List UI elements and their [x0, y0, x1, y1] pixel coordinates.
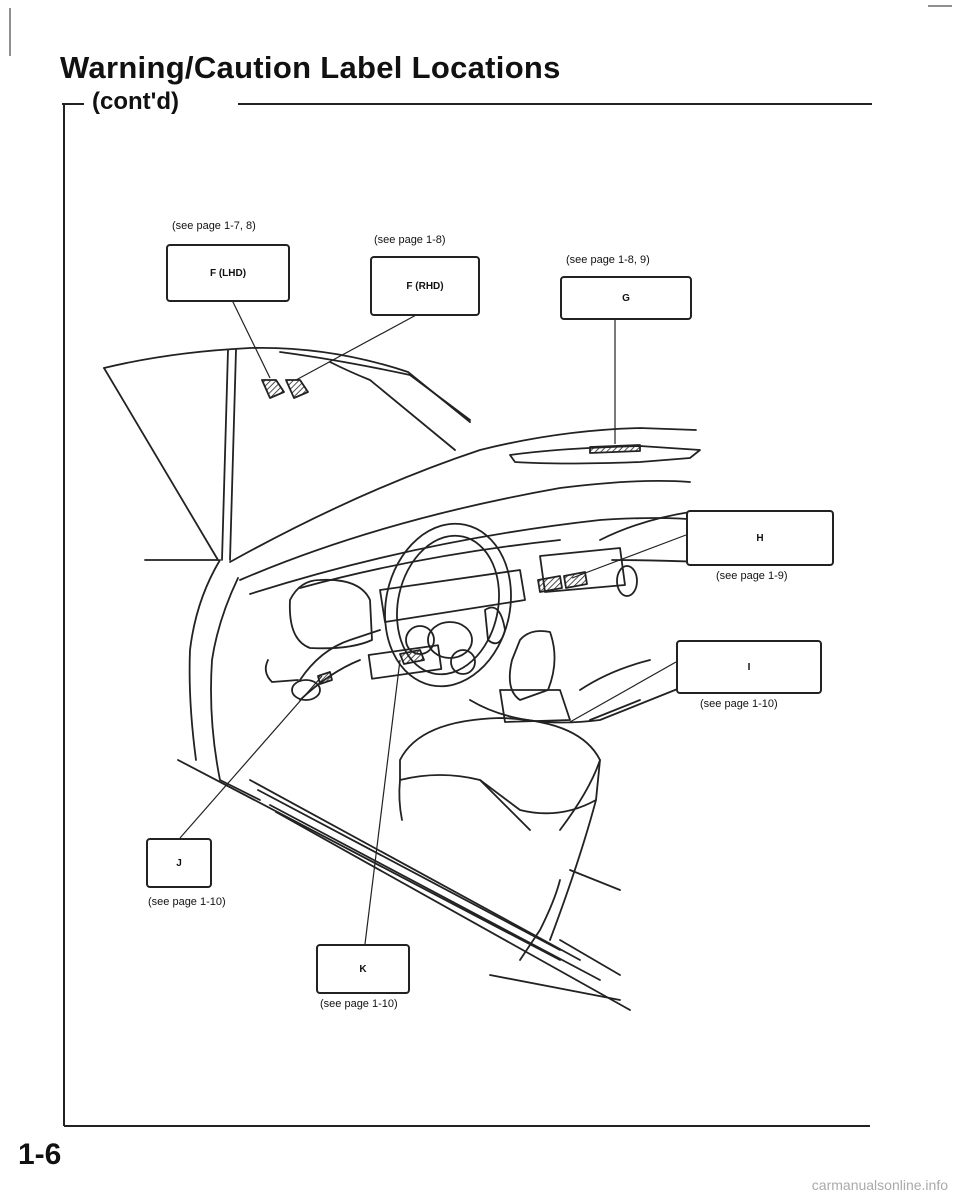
page-frame	[9, 5, 952, 1127]
car-line-art	[103, 346, 701, 1011]
label-k-ref: (see page 1-10)	[320, 998, 398, 1010]
page-subtitle: (cont'd)	[92, 88, 180, 115]
label-f-rhd-ref: (see page 1-8)	[374, 234, 446, 246]
label-f-rhd-box: F (RHD)	[370, 256, 480, 316]
page-title: Warning/Caution Label Locations	[60, 50, 561, 85]
label-g-box: G	[560, 276, 692, 320]
label-k-box: K	[316, 944, 410, 994]
page-number: 1-6	[18, 1138, 62, 1171]
label-f-lhd-box: F (LHD)	[166, 244, 290, 302]
watermark: carmanualsonline.info	[811, 1177, 948, 1193]
leader-lines	[179, 299, 687, 945]
label-g-ref: (see page 1-8, 9)	[566, 254, 650, 266]
label-h-box: H	[686, 510, 834, 566]
label-i-ref: (see page 1-10)	[700, 698, 778, 710]
label-h-ref: (see page 1-9)	[716, 570, 788, 582]
label-i-box: I	[676, 640, 822, 694]
label-j-box: J	[146, 838, 212, 888]
label-f-lhd-ref: (see page 1-7, 8)	[172, 220, 256, 232]
label-j-ref: (see page 1-10)	[148, 896, 226, 908]
